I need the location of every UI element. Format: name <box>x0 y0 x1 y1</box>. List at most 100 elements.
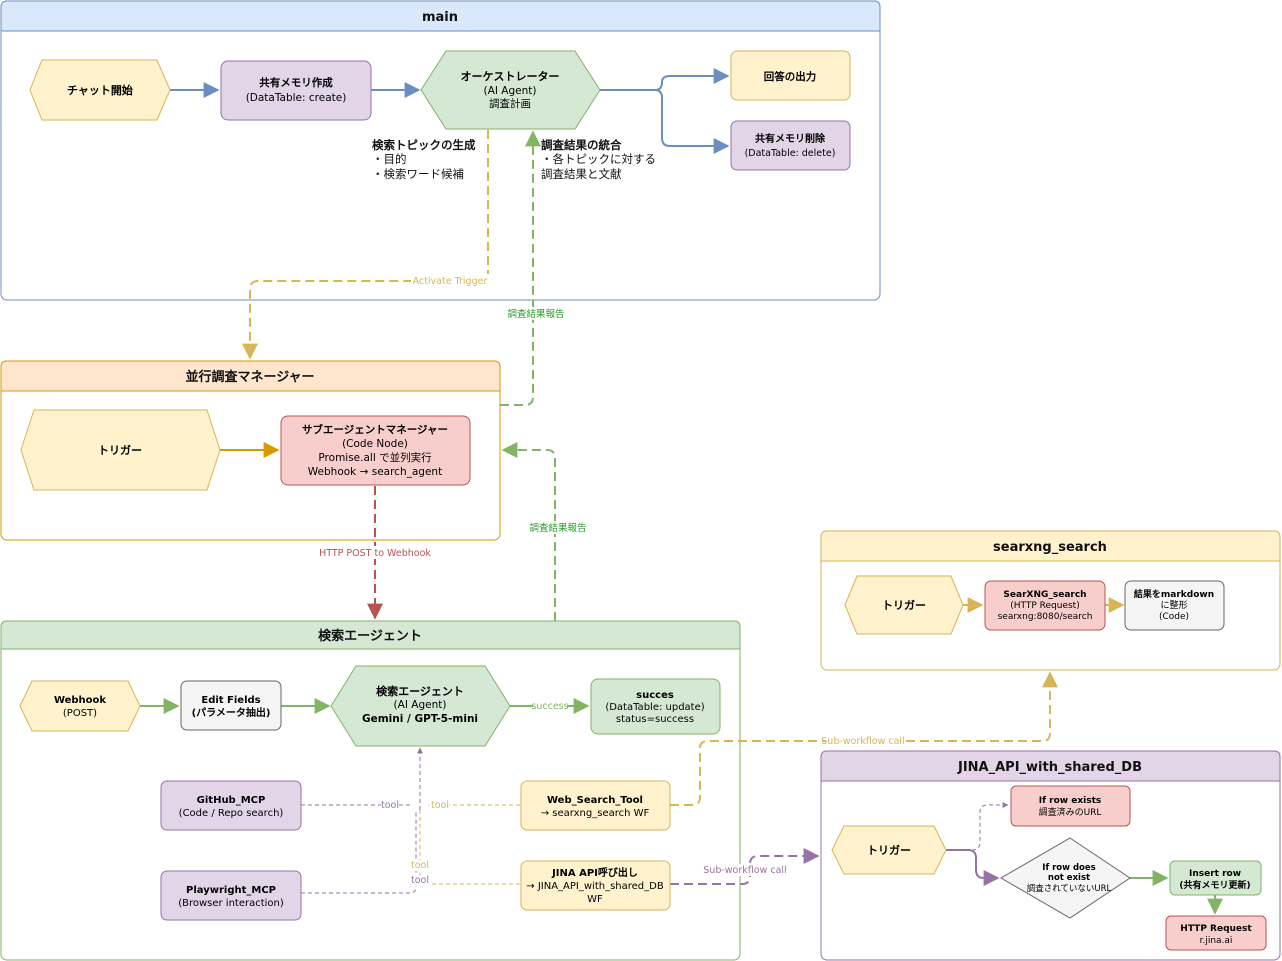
node-output-answer[interactable]: 回答の出力 <box>730 50 851 101</box>
node-sublabel: (DataTable: delete) <box>745 148 836 159</box>
node-jina-trigger[interactable]: トリガー <box>831 825 947 875</box>
node-playwright-mcp[interactable]: Playwright_MCP (Browser interaction) <box>160 870 302 921</box>
group-title-manager: 並行調査マネージャー <box>185 369 314 385</box>
node-label: Webhook <box>54 695 106 706</box>
node-create-shared-memory[interactable]: 共有メモリ作成 (DataTable: create) <box>220 60 372 121</box>
node-sublabel: searxng:8080/search <box>998 612 1093 622</box>
node-label: GitHub_MCP <box>197 795 266 806</box>
node-label: If row does <box>1042 863 1095 873</box>
group-title-main: main <box>422 10 458 25</box>
note-line: ・各トピックに対する <box>541 152 656 166</box>
node-if-row-exists[interactable]: If row exists 調査済みのURL <box>1010 785 1131 827</box>
node-edit-fields[interactable]: Edit Fields (パラメータ抽出) <box>180 680 282 731</box>
node-label: Web_Search_Tool <box>547 795 643 806</box>
group-title-searxng: searxng_search <box>993 540 1107 555</box>
node-sublabel: Promise.all で並列実行 <box>318 451 432 464</box>
node-label: SearXNG_search <box>1003 590 1086 600</box>
node-sublabel: not exist <box>1048 873 1090 883</box>
note-line: 調査結果と文献 <box>541 167 622 181</box>
node-label: If row exists <box>1039 796 1101 806</box>
edge-label-tool-github: tool <box>381 800 399 811</box>
node-delete-shared-memory[interactable]: 共有メモリ削除 (DataTable: delete) <box>730 120 851 171</box>
note-topic-generation: 検索トピックの生成 ・目的 ・検索ワード候補 <box>372 138 476 181</box>
node-sublabel: (DataTable: create) <box>246 92 347 104</box>
node-label: 共有メモリ削除 <box>755 132 826 145</box>
node-jina-api-call[interactable]: JINA API呼び出し → JINA_API_with_shared_DB W… <box>520 860 671 911</box>
node-chat-start[interactable]: チャット開始 <box>29 59 171 121</box>
node-label: トリガー <box>867 843 911 857</box>
node-sublabel: status=success <box>616 714 694 725</box>
node-label: 回答の出力 <box>764 70 817 83</box>
node-searxng-trigger[interactable]: トリガー <box>844 575 964 635</box>
note-line: 調査結果の統合 <box>541 138 622 152</box>
note-line: ・目的 <box>372 152 407 166</box>
node-sublabel: → searxng_search WF <box>541 808 650 819</box>
node-http-request[interactable]: HTTP Request r.jina.ai <box>1165 915 1267 951</box>
edge-label-tool-web: tool <box>431 800 449 811</box>
edge-label-subwf-jina: Sub-workflow call <box>703 865 786 876</box>
node-label: Insert row <box>1189 869 1241 879</box>
node-label: JINA API呼び出し <box>551 866 638 879</box>
node-search-agent[interactable]: 検索エージェント (AI Agent) Gemini / GPT-5-mini <box>330 665 511 747</box>
edge-orchestrator-to-delete <box>654 89 730 154</box>
node-sublabel: (共有メモリ更新) <box>1179 879 1250 891</box>
edge-label-report-upper: 調査結果報告 <box>507 308 564 320</box>
node-sublabel: (AI Agent) <box>394 699 447 711</box>
node-label: succes <box>636 690 674 701</box>
node-searxng-format[interactable]: 結果をmarkdown に整形 (Code) <box>1124 580 1225 631</box>
node-label: 結果をmarkdown <box>1134 588 1214 600</box>
node-sublabel: (HTTP Request) <box>1010 601 1079 611</box>
group-title-search-agent: 検索エージェント <box>318 628 422 644</box>
node-sublabel: 調査済みのURL <box>1039 806 1102 818</box>
edge-label-success: success <box>531 701 568 712</box>
node-searxng-search[interactable]: SearXNG_search (HTTP Request) searxng:80… <box>984 580 1106 631</box>
edge-report-to-orchestrator <box>500 130 541 406</box>
node-sublabel: (パラメータ抽出) <box>192 706 271 719</box>
node-webhook[interactable]: Webhook (POST) <box>19 680 141 732</box>
node-subagent-manager[interactable]: サブエージェントマネージャー (Code Node) Promise.all で… <box>280 415 471 486</box>
node-sublabel: に整形 <box>1160 599 1187 611</box>
note-line: 検索トピックの生成 <box>372 138 476 152</box>
node-label: 検索エージェント <box>376 684 464 698</box>
edge-label-activate: Activate Trigger <box>413 276 488 287</box>
node-sublabel: Gemini / GPT-5-mini <box>362 713 478 725</box>
node-sublabel: (Browser interaction) <box>178 898 284 909</box>
edge-label-report-lower: 調査結果報告 <box>529 522 586 534</box>
node-insert-row[interactable]: Insert row (共有メモリ更新) <box>1169 860 1262 896</box>
node-sublabel: Webhook → search_agent <box>308 466 442 478</box>
group-searxng: searxng_search <box>820 530 1281 671</box>
note-line: ・検索ワード候補 <box>372 167 464 181</box>
edge-label-tool-jina: tool <box>411 860 429 871</box>
edge-jn-trigger-to-not-exist <box>946 849 1000 886</box>
edge-tool-playwright <box>301 810 417 894</box>
edge-label-http-post: HTTP POST to Webhook <box>319 548 431 559</box>
node-sublabel: WF <box>587 894 603 905</box>
note-result-merge: 調査結果の統合 ・各トピックに対する 調査結果と文献 <box>541 138 656 181</box>
node-sublabel: (Code) <box>1159 612 1189 622</box>
edge-jn-trigger-to-exists <box>971 802 1009 851</box>
node-sublabel: (DataTable: update) <box>605 702 704 713</box>
node-manager-trigger[interactable]: トリガー <box>20 409 221 491</box>
edge-report-to-manager <box>501 442 556 621</box>
node-orchestrator[interactable]: オーケストレーター (AI Agent) 調査計画 <box>420 50 601 130</box>
node-github-mcp[interactable]: GitHub_MCP (Code / Repo search) <box>160 780 302 831</box>
node-sublabel: (Code / Repo search) <box>179 808 284 819</box>
node-sublabel: (AI Agent) <box>484 85 537 97</box>
node-sublabel: (Code Node) <box>342 438 408 450</box>
node-sublabel: (POST) <box>63 708 97 719</box>
node-web-search-tool[interactable]: Web_Search_Tool → searxng_search WF <box>520 780 671 831</box>
node-sublabel: 調査されていないURL <box>1027 883 1112 894</box>
node-succes[interactable]: succes (DataTable: update) status=succes… <box>590 678 721 735</box>
node-label: 共有メモリ作成 <box>259 76 333 89</box>
node-sublabel: → JINA_API_with_shared_DB <box>526 881 664 892</box>
node-label: サブエージェントマネージャー <box>302 423 448 436</box>
node-label: オーケストレーター <box>461 70 560 83</box>
node-if-row-not-exist[interactable]: If row does not exist 調査されていないURL <box>1000 837 1131 919</box>
node-sublabel: 調査計画 <box>489 97 531 110</box>
node-label: トリガー <box>98 443 142 457</box>
node-label: HTTP Request <box>1180 924 1252 934</box>
node-sublabel: r.jina.ai <box>1200 936 1233 946</box>
edge-label-tool-playwright: tool <box>411 875 429 886</box>
node-label: Playwright_MCP <box>186 885 276 896</box>
